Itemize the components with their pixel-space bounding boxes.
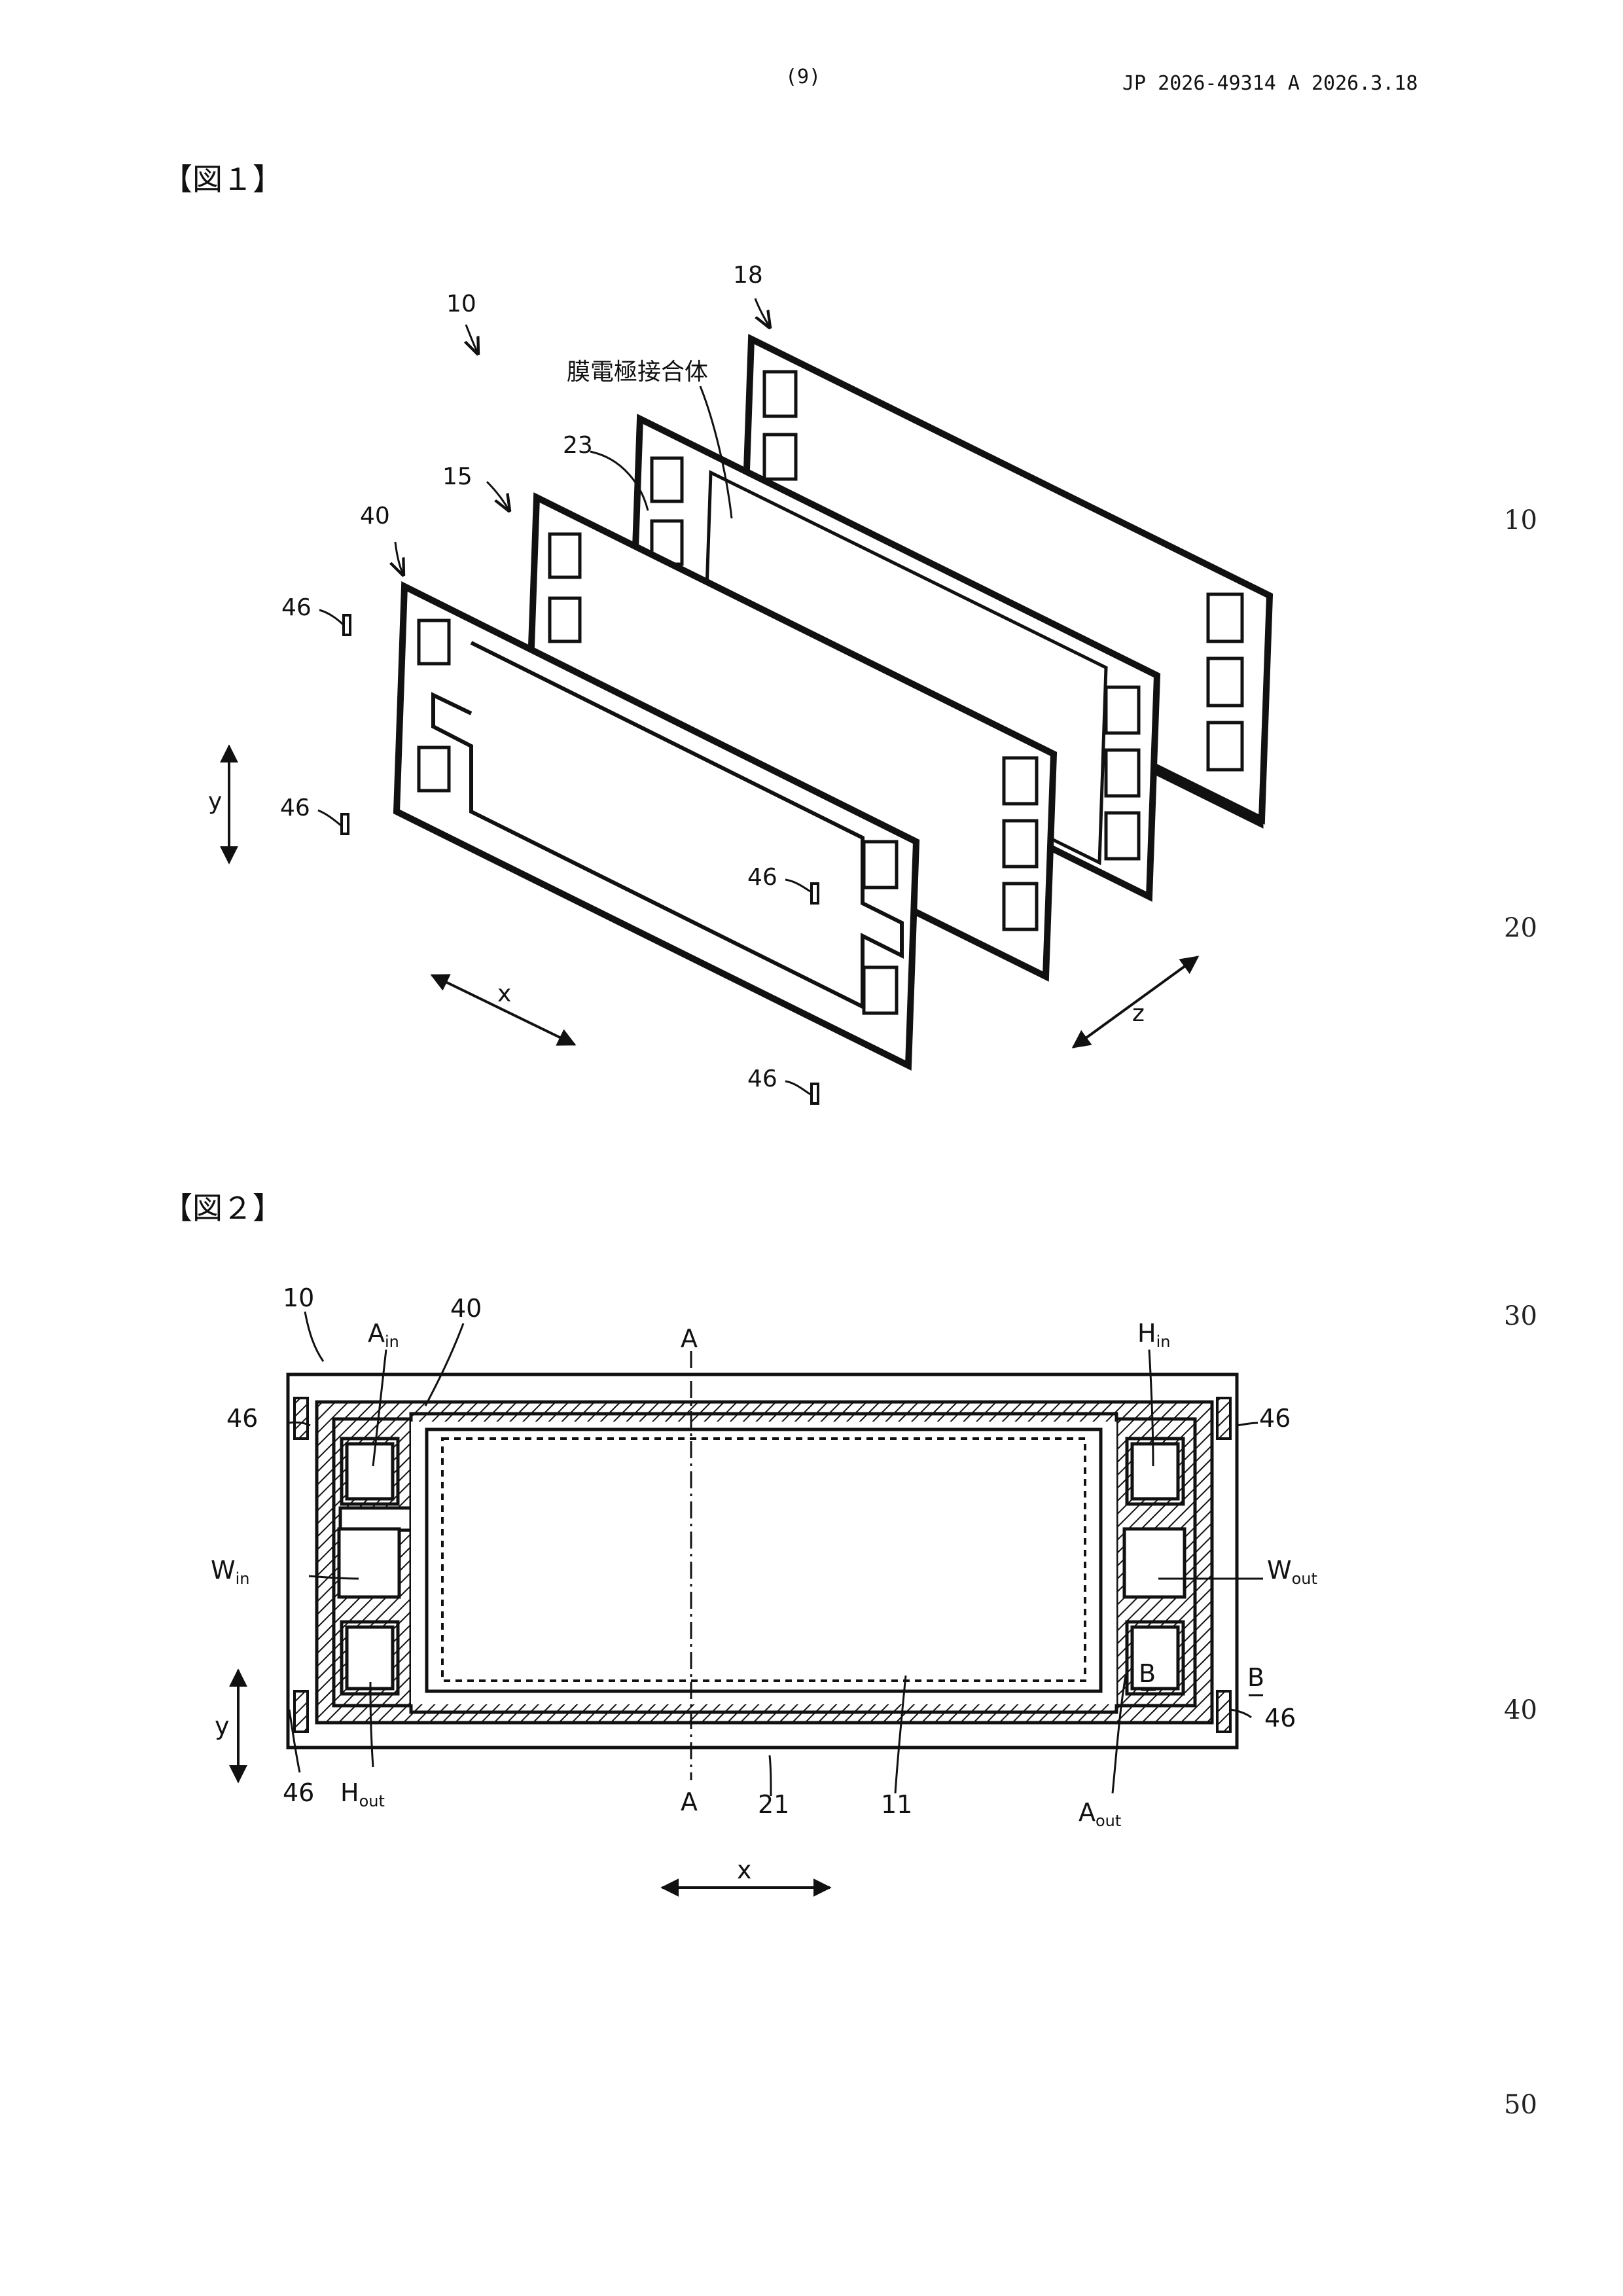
fig2-ref-46-bl: 46 [283, 1778, 314, 1807]
fig2-ref-10: 10 [283, 1283, 314, 1312]
left-manifolds [339, 1439, 399, 1694]
section-B-outer: B [1247, 1663, 1264, 1692]
fig2-ref-46-br: 46 [1264, 1704, 1296, 1732]
label-A-in: Ain [368, 1319, 399, 1351]
label-H-in: Hin [1137, 1319, 1170, 1351]
label-A-out: Aout [1079, 1798, 1121, 1830]
right-manifolds [1124, 1439, 1185, 1694]
port-W-out [1124, 1529, 1185, 1597]
section-A-top: A [681, 1324, 698, 1353]
fig2-ref-46-tr: 46 [1259, 1404, 1291, 1433]
port-W-in [339, 1529, 399, 1597]
port-H-in [1132, 1444, 1178, 1499]
fig2-axis-x-label: x [737, 1856, 752, 1884]
fig2-axis-y-label: y [215, 1712, 230, 1740]
section-B-inner: B [1139, 1659, 1156, 1688]
active-area-boundary [427, 1429, 1101, 1691]
port-A-in [347, 1444, 393, 1499]
port-H-out [347, 1627, 393, 1689]
fig2-ref-46-tl: 46 [226, 1404, 258, 1433]
label-W-out: Wout [1267, 1556, 1317, 1588]
section-A-bottom: A [681, 1787, 698, 1816]
fig2-ref-21: 21 [758, 1790, 789, 1819]
fig2-ref-40: 40 [450, 1294, 482, 1323]
label-H-out: Hout [340, 1778, 385, 1810]
label-W-in: Win [211, 1556, 249, 1588]
fig2-ref-11: 11 [881, 1790, 912, 1819]
